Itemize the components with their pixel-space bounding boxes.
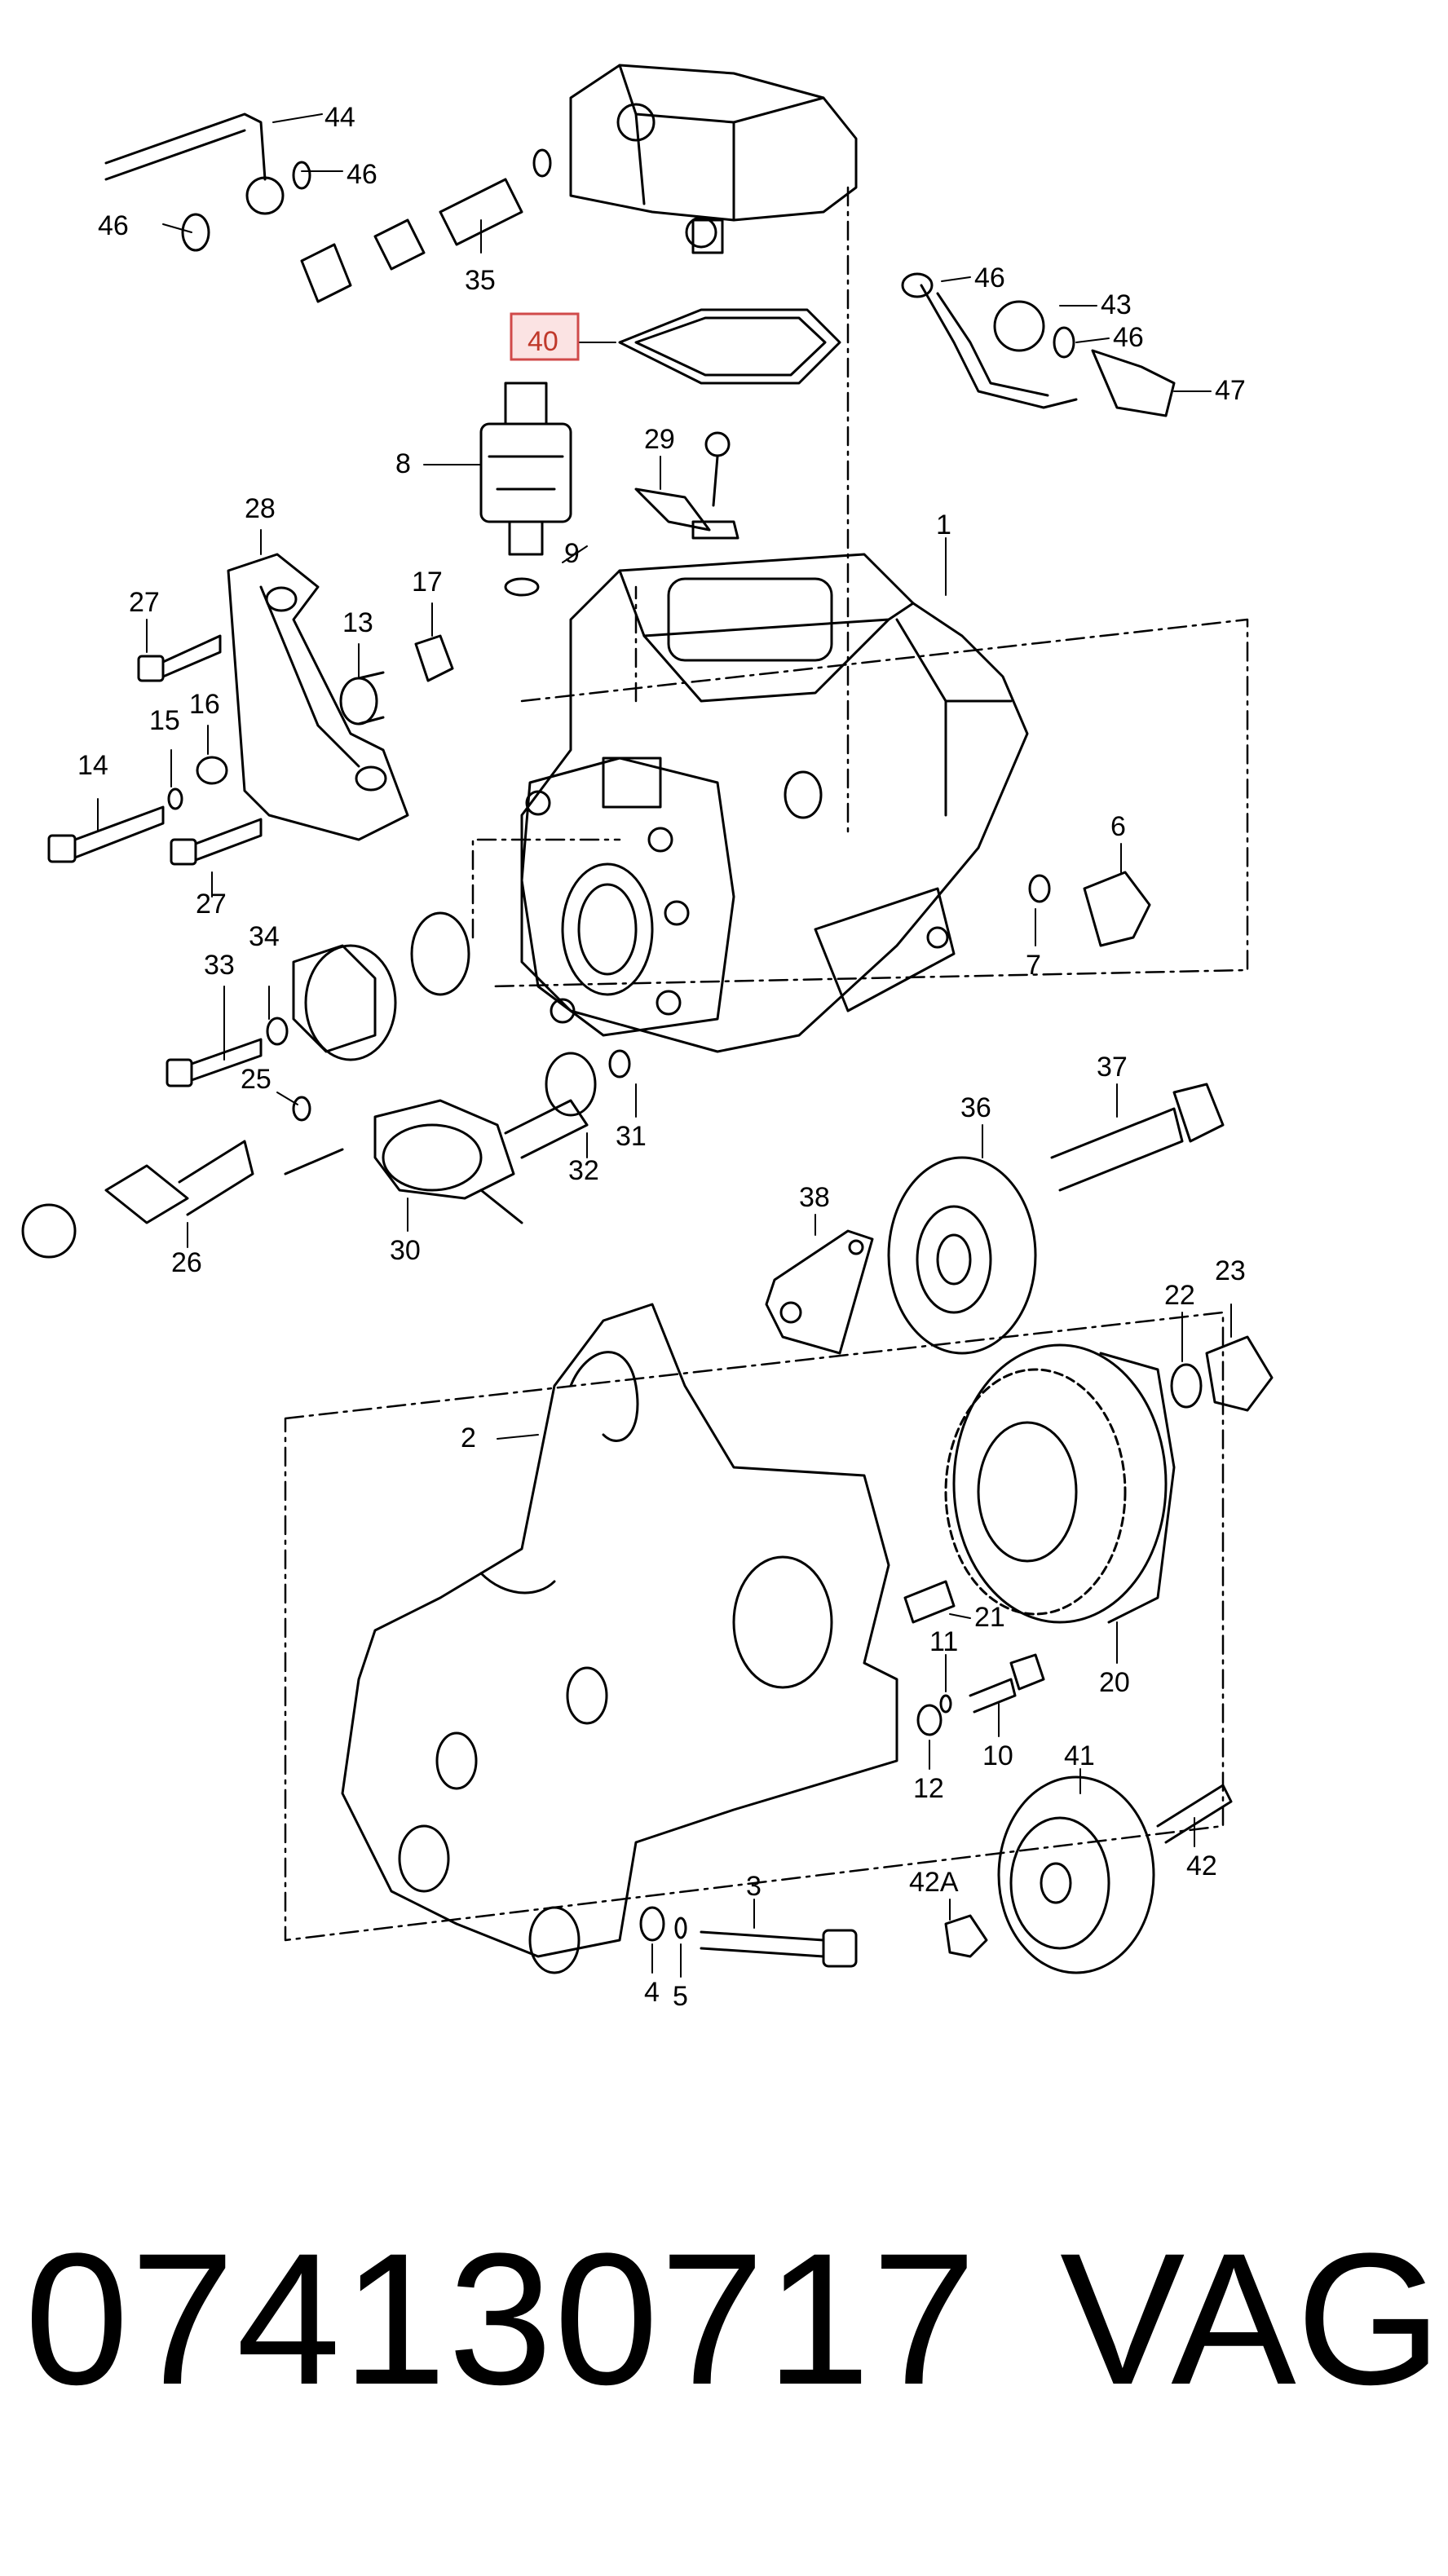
- plug-6: [1028, 871, 1151, 947]
- pulley-36: [887, 1156, 1037, 1355]
- callout-27: 27: [196, 889, 227, 920]
- part-number: 074130717: [24, 2214, 978, 2424]
- callout-41: 41: [1064, 1740, 1095, 1771]
- callout-1: 1: [936, 509, 951, 540]
- valve-35: [300, 178, 523, 303]
- callout-26: 26: [171, 1247, 202, 1278]
- fuel-pipe-44: [104, 112, 552, 252]
- callout-46: 46: [98, 210, 129, 241]
- callout-28: 28: [245, 493, 276, 524]
- lever-28: [227, 553, 409, 841]
- callout-42: 42: [1186, 1850, 1217, 1881]
- callout-36: 36: [960, 1092, 991, 1123]
- callout-30: 30: [390, 1235, 421, 1266]
- callout-7: 7: [1026, 950, 1041, 981]
- callout-34: 34: [249, 921, 280, 952]
- pipe-43: [901, 272, 1078, 409]
- pump-flange: [520, 756, 735, 1037]
- key-21: [903, 1580, 956, 1624]
- callout-14: 14: [77, 750, 108, 781]
- callouts: 44 46 46 35 40 46 43 46 47 29 8 9 28 1 2…: [77, 102, 1246, 2012]
- banjo-bolt-47: [1091, 349, 1176, 417]
- assembly-frame-lines: [284, 186, 1249, 1942]
- callout-38: 38: [799, 1182, 830, 1213]
- callout-40: 40: [528, 326, 558, 357]
- washers-15-16: [167, 756, 228, 810]
- callout-15: 15: [149, 705, 180, 736]
- callout-13: 13: [342, 607, 373, 638]
- callout-17: 17: [412, 567, 443, 598]
- callout-16: 16: [189, 689, 220, 720]
- callout-27: 27: [129, 587, 160, 618]
- callout-5: 5: [673, 1981, 688, 2012]
- bracket-29: [634, 431, 739, 540]
- bolt-27-top: [137, 634, 222, 682]
- actuator-30: [284, 1049, 631, 1224]
- callout-23: 23: [1215, 1255, 1246, 1286]
- leader-lines: [97, 113, 1232, 1978]
- callout-46: 46: [974, 262, 1005, 293]
- callout-10: 10: [982, 1740, 1013, 1771]
- bolt-37: [1050, 1083, 1225, 1192]
- stud-42: [1156, 1784, 1233, 1844]
- callout-42A: 42A: [909, 1867, 959, 1898]
- callout-22: 22: [1164, 1280, 1195, 1311]
- callout-3: 3: [746, 1871, 762, 1902]
- nut-23: [1170, 1335, 1274, 1412]
- valve-26: [21, 1096, 311, 1259]
- idler-41: [997, 1775, 1155, 1974]
- nut-42A: [944, 1914, 988, 1958]
- callout-33: 33: [204, 950, 235, 981]
- callout-12: 12: [913, 1773, 944, 1804]
- highlight-box: [510, 312, 580, 361]
- callout-37: 37: [1097, 1052, 1128, 1083]
- sprocket-20: [944, 1343, 1176, 1624]
- callout-44: 44: [324, 102, 355, 133]
- callout-46: 46: [1113, 322, 1144, 353]
- callout-32: 32: [568, 1155, 599, 1186]
- callout-6: 6: [1110, 811, 1126, 842]
- callout-2: 2: [461, 1423, 476, 1453]
- bolt-27-bottom: [170, 818, 263, 866]
- brand-name: VAG: [1060, 2214, 1442, 2424]
- callout-47: 47: [1215, 375, 1246, 406]
- bush-13: [339, 671, 385, 726]
- bracket-38: [765, 1229, 874, 1355]
- callout-20: 20: [1099, 1667, 1130, 1698]
- callout-8: 8: [395, 448, 411, 479]
- callout-25: 25: [241, 1064, 272, 1095]
- callout-4: 4: [644, 1977, 660, 2008]
- gasket-40: [618, 308, 841, 385]
- solenoid-8: [479, 382, 572, 597]
- callout-31: 31: [616, 1121, 647, 1152]
- callout-43: 43: [1101, 289, 1132, 320]
- callout-46: 46: [347, 159, 377, 190]
- callout-9: 9: [564, 538, 580, 569]
- callout-29: 29: [644, 424, 675, 455]
- bolt-3: [639, 1906, 858, 1968]
- callout-11: 11: [929, 1626, 958, 1657]
- bracket-2: [341, 1303, 898, 1974]
- exploded-parts-diagram: 44 46 46 35 40 46 43 46 47 29 8 9 28 1 2…: [21, 64, 1274, 2012]
- callout-35: 35: [465, 265, 496, 296]
- bolt-14: [47, 805, 165, 863]
- bolt-10: [916, 1653, 1045, 1736]
- bolt-33: [166, 1017, 289, 1087]
- pump-body-1: [520, 553, 1029, 1053]
- nut-17: [414, 634, 454, 682]
- pump-cover: [569, 64, 858, 254]
- callout-21: 21: [974, 1602, 1005, 1633]
- valve-34: [292, 911, 470, 1061]
